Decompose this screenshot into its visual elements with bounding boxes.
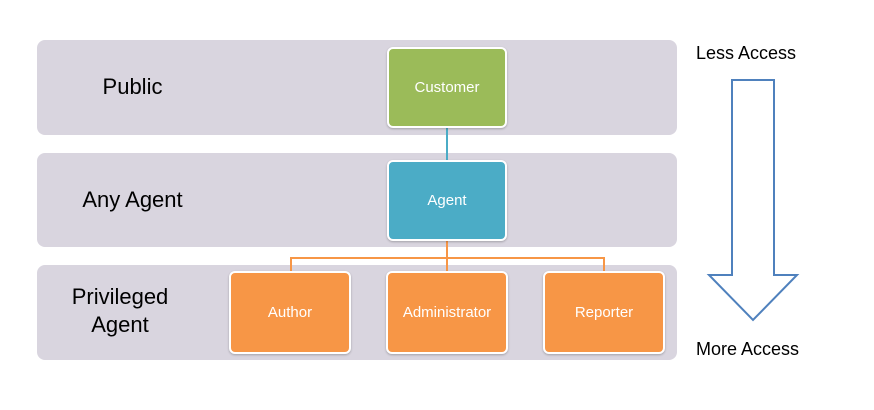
role-author: Author bbox=[229, 271, 351, 354]
role-administrator: Administrator bbox=[386, 271, 508, 354]
role-customer-label: Customer bbox=[414, 79, 480, 96]
role-reporter-label: Reporter bbox=[574, 304, 634, 321]
less-access-label: Less Access bbox=[696, 43, 797, 63]
tier-label-line-1: Privileged bbox=[71, 284, 169, 309]
role-customer: Customer bbox=[387, 47, 507, 128]
tier-band-any-agent bbox=[37, 153, 677, 247]
role-administrator-label: Administrator bbox=[402, 304, 492, 321]
role-agent-label: Agent bbox=[427, 192, 467, 209]
tier-label-public: Public bbox=[102, 74, 163, 99]
tier-band-public bbox=[37, 40, 677, 135]
more-access-label: More Access bbox=[696, 339, 800, 359]
role-author-label: Author bbox=[267, 304, 313, 321]
tier-label-privileged-agent: Privileged Agent bbox=[60, 283, 180, 339]
tier-label-line-2: Agent bbox=[91, 312, 149, 337]
role-agent: Agent bbox=[387, 160, 507, 241]
role-reporter: Reporter bbox=[543, 271, 665, 354]
tier-label-any-agent: Any Agent bbox=[82, 187, 183, 212]
